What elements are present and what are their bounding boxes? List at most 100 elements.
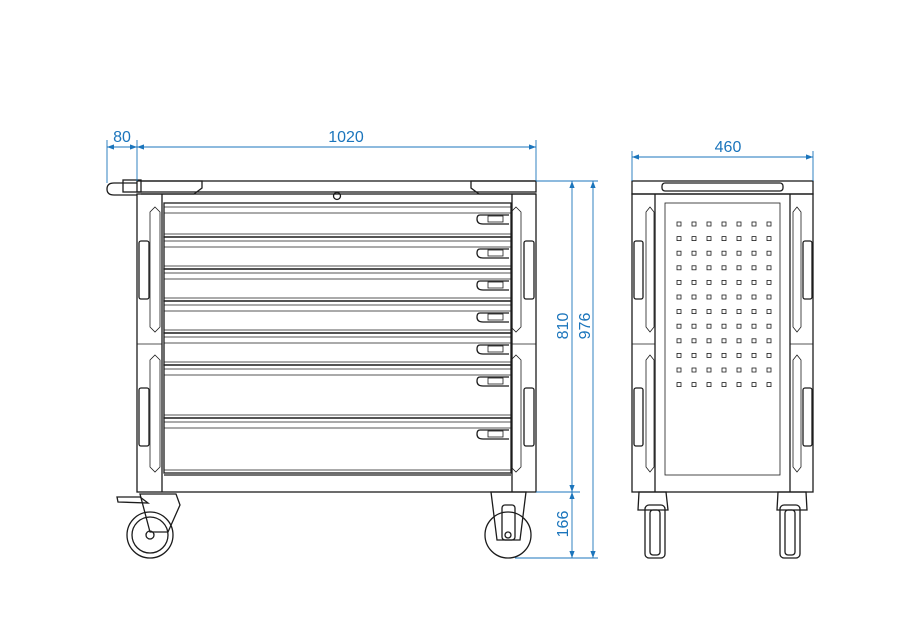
- side-handle: [138, 240, 150, 300]
- lock-icon: [332, 191, 342, 201]
- pegboard-hole: [691, 338, 697, 344]
- pegboard-hole: [736, 338, 742, 344]
- pegboard-hole: [766, 221, 772, 227]
- pegboard-hole: [721, 323, 727, 329]
- pegboard-hole: [691, 367, 697, 373]
- pegboard-hole: [721, 382, 727, 388]
- pegboard-hole: [676, 323, 682, 329]
- pegboard-hole: [676, 367, 682, 373]
- pegboard-hole: [751, 323, 757, 329]
- drawer[interactable]: [163, 364, 512, 419]
- side-handle: [633, 387, 644, 447]
- side-handle: [633, 240, 644, 300]
- drawer[interactable]: [163, 236, 512, 270]
- pegboard-hole: [721, 294, 727, 300]
- pegboard-hole: [766, 382, 772, 388]
- pegboard-hole: [766, 367, 772, 373]
- cabinet-body: [136, 193, 537, 493]
- pegboard-hole: [721, 250, 727, 256]
- pegboard-hole: [751, 221, 757, 227]
- pegboard-hole: [691, 265, 697, 271]
- drawer[interactable]: [163, 332, 512, 366]
- drawer-handle[interactable]: [476, 344, 509, 355]
- push-handle: [106, 182, 137, 196]
- pegboard-holes: [676, 221, 772, 388]
- pegboard-hole: [676, 279, 682, 285]
- pegboard-hole: [751, 265, 757, 271]
- dim-total-height: 976: [577, 313, 594, 340]
- pegboard-hole: [736, 323, 742, 329]
- pegboard-hole: [706, 279, 712, 285]
- pegboard-hole: [736, 236, 742, 242]
- pegboard-hole: [736, 250, 742, 256]
- pegboard-hole: [706, 221, 712, 227]
- pegboard-hole: [766, 338, 772, 344]
- pegboard-hole: [751, 367, 757, 373]
- pegboard-hole: [751, 309, 757, 315]
- pegboard-hole: [766, 323, 772, 329]
- pegboard-hole: [736, 382, 742, 388]
- dim-width: 1020: [328, 129, 364, 146]
- pegboard-hole: [736, 367, 742, 373]
- pegboard-hole: [691, 250, 697, 256]
- side-handle: [523, 240, 535, 300]
- pegboard-hole: [721, 236, 727, 242]
- front-view: [106, 179, 537, 559]
- pegboard-hole: [766, 352, 772, 358]
- pegboard-hole: [676, 221, 682, 227]
- side-handle: [802, 240, 813, 300]
- drawer[interactable]: [163, 202, 512, 238]
- dimensions: 80 1020 460 810 976 166: [106, 129, 814, 559]
- pegboard-hole: [706, 250, 712, 256]
- caster-braked-left: [116, 493, 181, 559]
- side-caster-right: [776, 491, 808, 559]
- drawer-handle[interactable]: [476, 248, 509, 259]
- pegboard-hole: [721, 352, 727, 358]
- pegboard-hole: [706, 265, 712, 271]
- drawer-handle[interactable]: [476, 214, 509, 225]
- pegboard-hole: [676, 236, 682, 242]
- drawer[interactable]: [163, 268, 512, 302]
- drawer-handle[interactable]: [476, 376, 509, 387]
- drawer-handle[interactable]: [476, 429, 509, 440]
- dim-depth: 460: [715, 139, 742, 156]
- pegboard-hole: [691, 352, 697, 358]
- side-view-handles: [633, 206, 813, 473]
- pegboard-hole: [766, 279, 772, 285]
- pegboard-hole: [766, 309, 772, 315]
- pegboard-hole: [721, 338, 727, 344]
- caster-right: [484, 491, 532, 559]
- pegboard-hole: [691, 323, 697, 329]
- dim-wheel-height: 166: [555, 511, 572, 538]
- pegboard-hole: [706, 294, 712, 300]
- pegboard-hole: [706, 309, 712, 315]
- side-handle: [523, 387, 535, 447]
- drawer[interactable]: [163, 300, 512, 334]
- pegboard-hole: [736, 265, 742, 271]
- pegboard-hole: [751, 236, 757, 242]
- pegboard-hole: [691, 294, 697, 300]
- side-handles: [138, 206, 535, 473]
- handle-mount: [122, 179, 142, 193]
- pegboard-hole: [706, 338, 712, 344]
- drawer-handle[interactable]: [476, 312, 509, 323]
- pegboard-hole: [751, 382, 757, 388]
- pegboard-hole: [736, 352, 742, 358]
- pegboard-hole: [736, 221, 742, 227]
- pegboard-hole: [706, 367, 712, 373]
- pegboard-hole: [691, 236, 697, 242]
- pegboard: [664, 202, 781, 476]
- pegboard-hole: [691, 279, 697, 285]
- drawer[interactable]: [163, 417, 512, 474]
- dim-body-height: 810: [555, 313, 572, 340]
- drawer-stack: [163, 202, 512, 476]
- side-view: [631, 180, 814, 559]
- pegboard-hole: [721, 265, 727, 271]
- drawer-handle[interactable]: [476, 280, 509, 291]
- pegboard-hole: [706, 352, 712, 358]
- pegboard-hole: [691, 221, 697, 227]
- pegboard-hole: [676, 265, 682, 271]
- dim-handle-overhang: 80: [113, 129, 131, 146]
- pegboard-hole: [706, 323, 712, 329]
